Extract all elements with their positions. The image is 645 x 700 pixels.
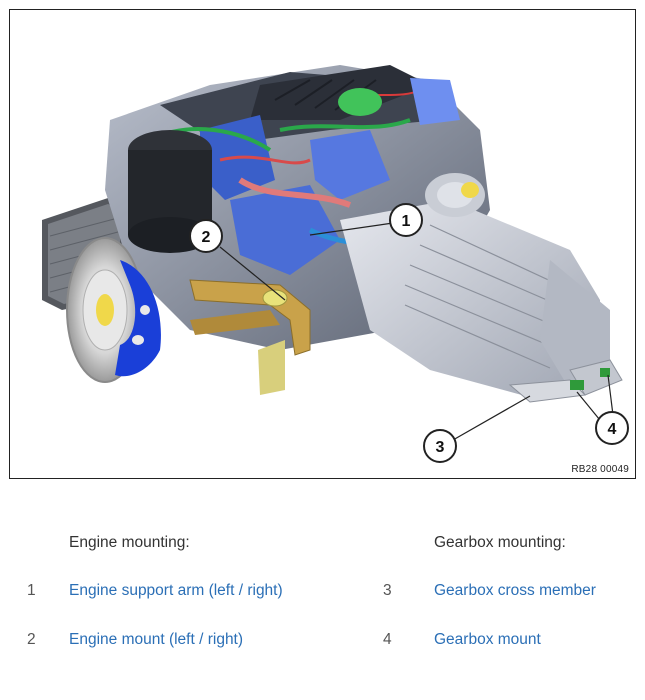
gearbox-mount	[570, 368, 610, 390]
legend-link-engine-support-arm[interactable]: Engine support arm (left / right)	[69, 582, 283, 599]
svg-text:1: 1	[402, 213, 411, 230]
legend-link-engine-mount[interactable]: Engine mount (left / right)	[69, 631, 244, 648]
legend-link-gearbox-mount[interactable]: Gearbox mount	[434, 631, 541, 648]
legend-link-gearbox-cross-member[interactable]: Gearbox cross member	[434, 582, 596, 599]
legend-number-2: 2	[27, 631, 36, 648]
brake-caliper	[115, 260, 161, 377]
legend-number-3: 3	[383, 582, 392, 599]
callout-3: 3	[423, 429, 457, 463]
legend-number-4: 4	[383, 631, 392, 648]
engine-mounting-heading: Engine mounting:	[69, 534, 190, 551]
callout-2: 2	[189, 219, 223, 253]
figure-reference-code: RB28 00049	[571, 464, 629, 475]
svg-text:3: 3	[436, 439, 445, 456]
engine-illustration: 1 2 3 4	[42, 65, 629, 463]
engine-mount	[262, 289, 288, 307]
gearbox-housing	[340, 173, 610, 400]
svg-text:4: 4	[608, 421, 617, 438]
legend-number-1: 1	[27, 582, 36, 599]
engine-diagram-figure: 1 2 3 4 RB28 00049	[9, 9, 636, 479]
gearbox-mounting-heading: Gearbox mounting:	[434, 534, 566, 551]
callout-1: 1	[389, 203, 423, 237]
svg-text:2: 2	[202, 229, 211, 246]
callout-4: 4	[595, 411, 629, 445]
